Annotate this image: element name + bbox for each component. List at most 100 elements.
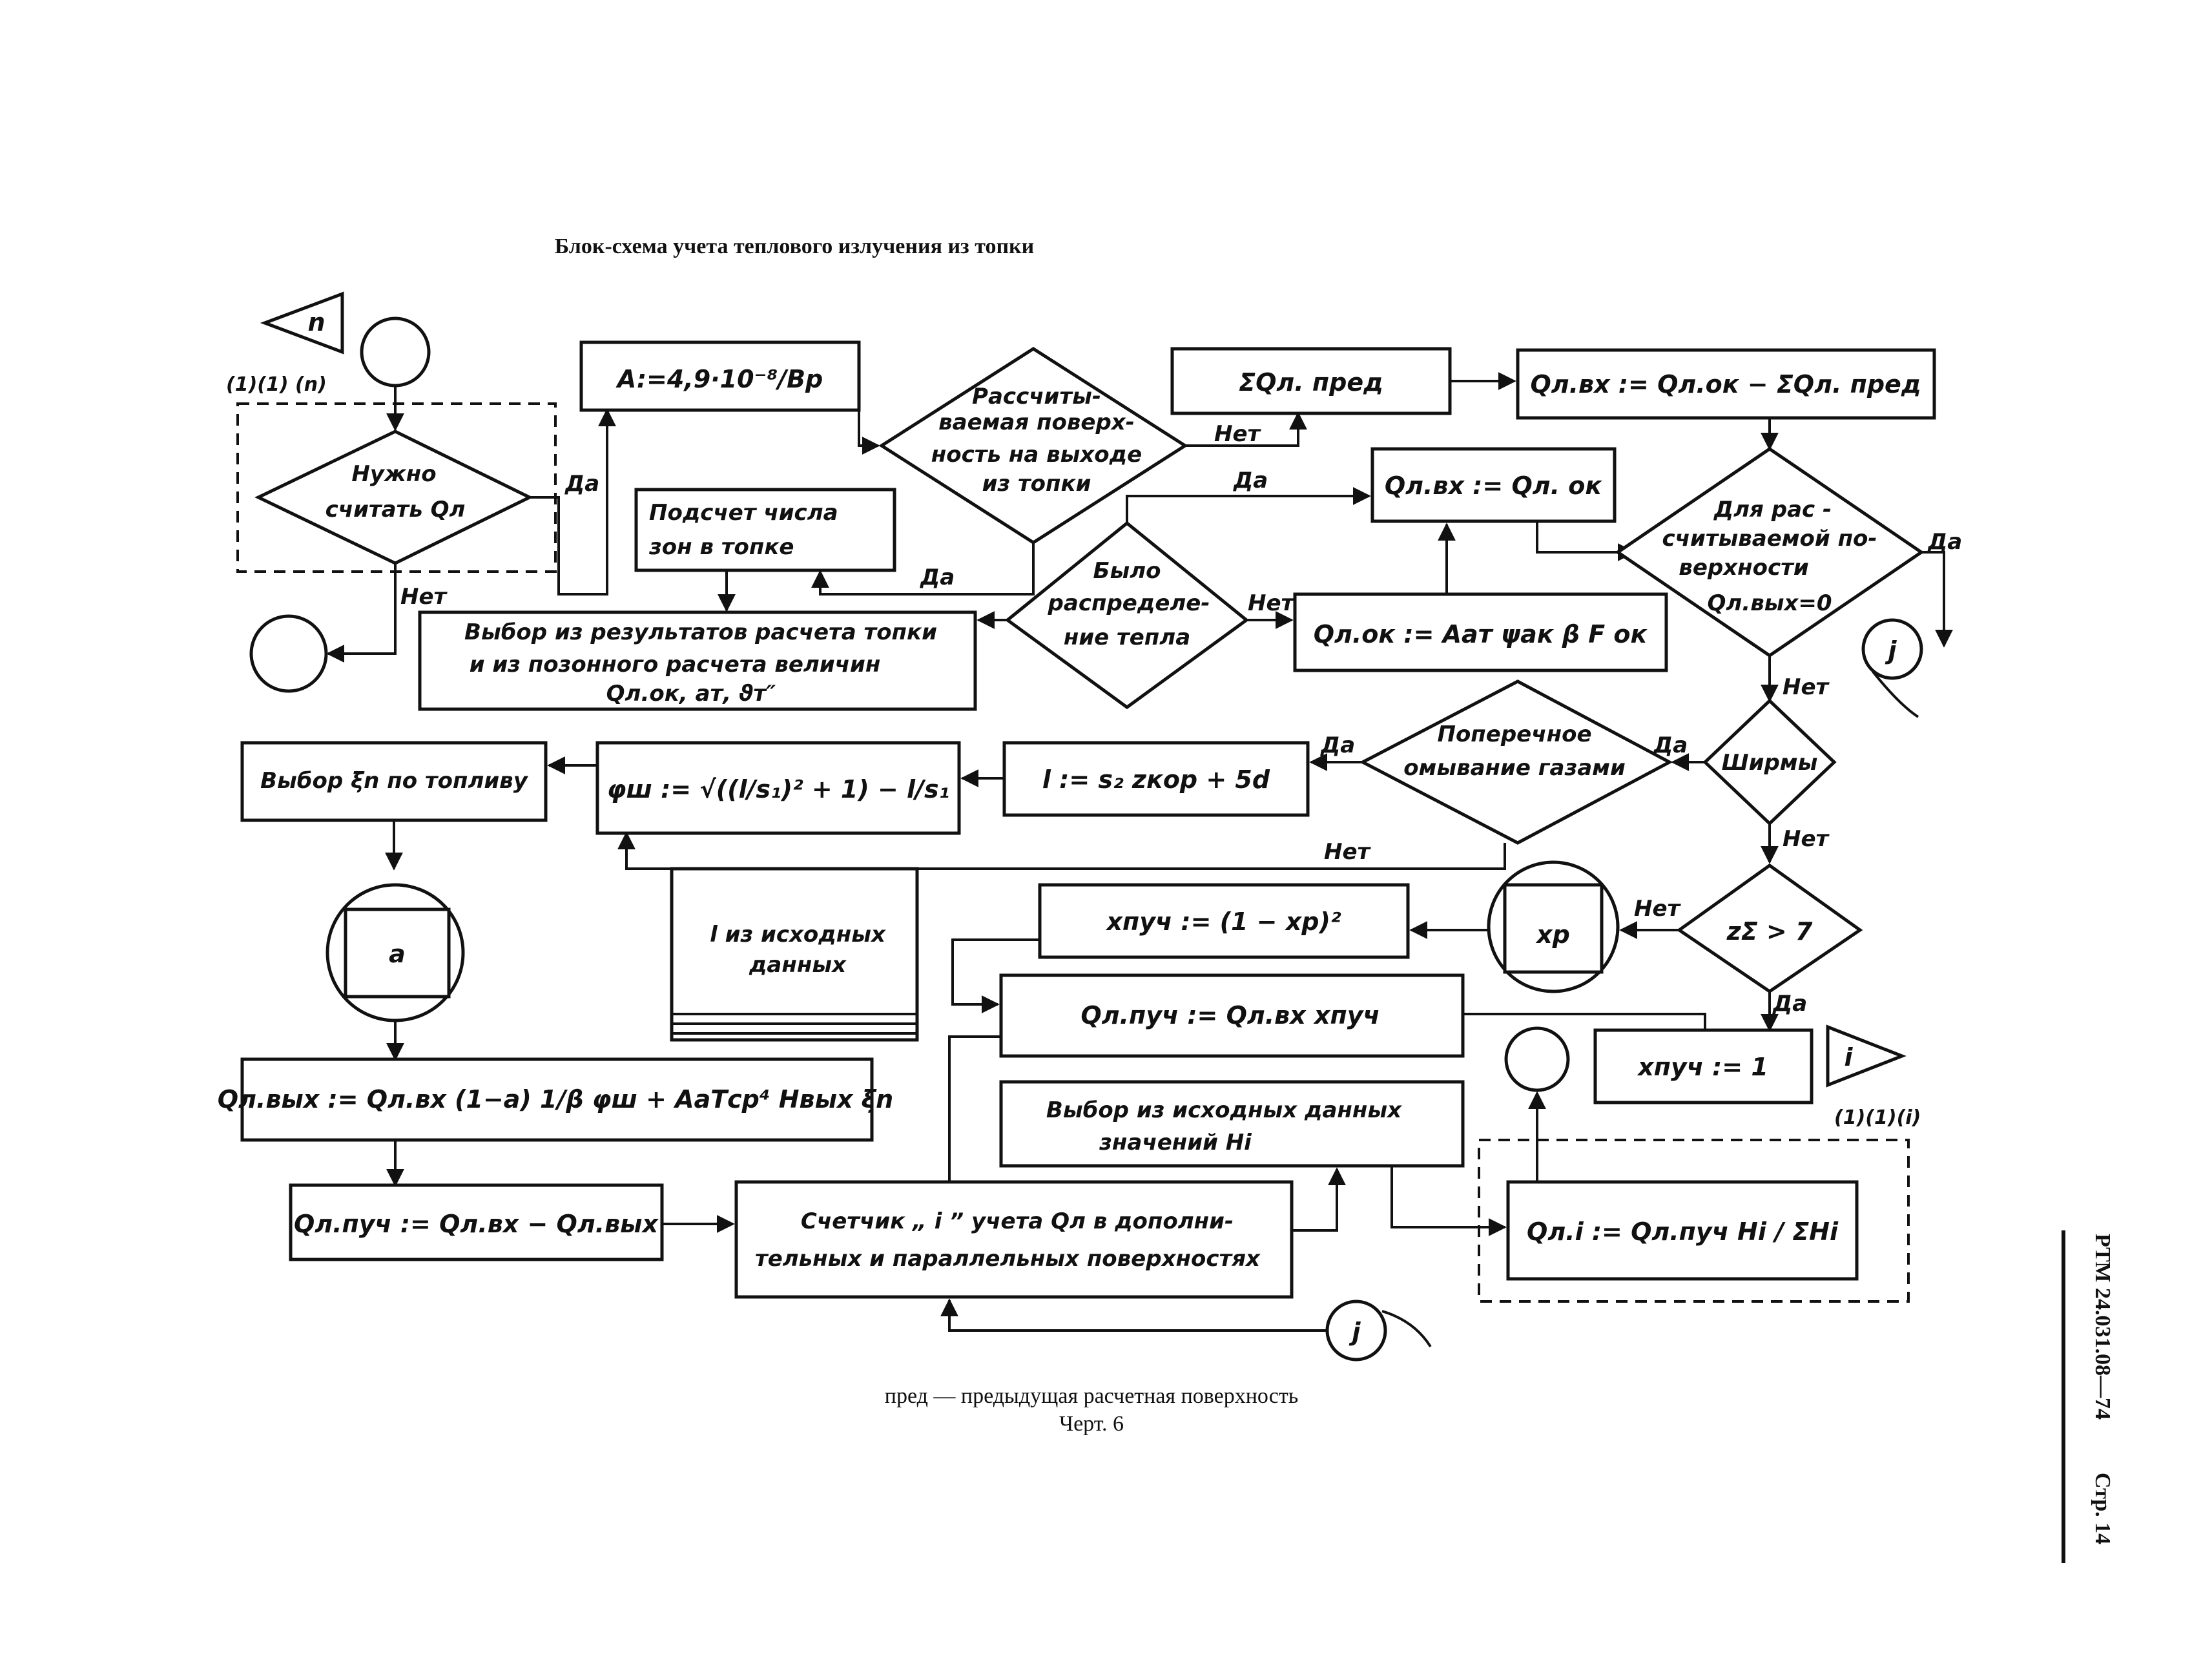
distrib-yes-label: Да — [1233, 468, 1268, 493]
block-counter-i: Счетчик „ i ” учета Qл в дополни- тельны… — [734, 1180, 1294, 1299]
block-count-zones: Подсчет числа зон в топке — [634, 488, 896, 572]
distrib-no-label: Нет — [1248, 590, 1296, 616]
distrib-line3: ние тепла — [1064, 625, 1190, 650]
diagram-title: Блок-схема учета теплового излучения из … — [555, 234, 1035, 258]
process-a-label: a — [389, 940, 406, 968]
block-select-furnace-results: Выбор из результатов расчета топки и из … — [418, 610, 977, 711]
figure-caption: Черт. 6 — [1059, 1412, 1124, 1436]
z-sum-text: zΣ > 7 — [1726, 917, 1813, 946]
decision-need-ql: Нужно считать Qл — [254, 430, 533, 565]
block-q-bundle: Qл.пуч := Qл.вх xпуч — [999, 973, 1465, 1058]
ql-in-ok-text: Qл.вх := Qл. ок — [1385, 471, 1603, 500]
end-connector-circle — [249, 614, 328, 693]
flag-n-refs: (1)(1) (n) — [226, 373, 327, 396]
predefined-process-xp: xp — [1487, 860, 1620, 993]
block-ql-in-ok: Qл.вх := Qл. ок — [1370, 447, 1617, 523]
block-q-bundle2: Qл.пуч := Qл.вх − Qл.вых — [289, 1183, 664, 1261]
distrib-line1: Было — [1093, 558, 1161, 584]
select-line2: и из позонного расчета величин — [470, 652, 881, 678]
qout-zero-no-label: Нет — [1783, 674, 1830, 700]
outlet-line1: Рассчиты- — [972, 384, 1101, 409]
side-header: РТМ 24.031.08—74 Стр. 14 — [2062, 1230, 2114, 1563]
z-sum-no-label: Нет — [1634, 896, 1682, 922]
z-sum-yes-label: Да — [1772, 991, 1807, 1017]
select-line1: Выбор из результатов расчета топки — [464, 619, 937, 645]
q-bundle2-text: Qл.пуч := Qл.вх − Qл.вых — [294, 1210, 659, 1238]
x-bundle-text: xпуч := (1 − xp)² — [1106, 907, 1341, 936]
start-connector-circle — [360, 316, 431, 388]
need-ql-line1: Нужно — [351, 461, 436, 487]
zones-line2: зон в топке — [648, 534, 794, 560]
distrib-line2: распределе- — [1048, 590, 1210, 616]
choose-h-line2: значений Hi — [1099, 1130, 1252, 1155]
predefined-process-a: a — [326, 883, 465, 1022]
block-ql-ok: Qл.ок := Aaт ψак β F ок — [1293, 592, 1668, 672]
block-choose-h: Выбор из исходных данных значений Hi — [999, 1080, 1465, 1168]
x-one-text: xпуч := 1 — [1637, 1053, 1768, 1081]
q-i-text: Qл.i := Qл.пуч Hi / ΣHi — [1527, 1217, 1839, 1246]
block-q-i: Qл.i := Qл.пуч Hi / ΣHi — [1506, 1180, 1859, 1281]
decision-screens: Ширмы — [1702, 698, 1837, 826]
sum-prev-text: ΣQл. пред — [1239, 368, 1383, 397]
calc-a-text: A:=4,9·10⁻⁸/Bp — [615, 365, 823, 393]
need-ql-no-label: Нет — [400, 584, 448, 610]
cross-no-label: Нет — [1324, 839, 1372, 865]
footnote: пред — предыдущая расчетная поверхность — [885, 1384, 1298, 1408]
qout-zero-yes-label: Да — [1927, 529, 1962, 555]
choose-h-line1: Выбор из исходных данных — [1046, 1097, 1402, 1123]
document-l-source: l из исходных данных — [670, 867, 919, 1042]
flag-n-label: n — [307, 308, 325, 337]
block-choose-xi: Выбор ξn по топливу — [240, 741, 548, 822]
ql-in-prev-text: Qл.вх := Qл.ок − ΣQл. пред — [1530, 370, 1921, 399]
connector-flag-i: i — [1826, 1024, 1907, 1088]
block-calc-a: A:=4,9·10⁻⁸/Bp — [579, 340, 861, 412]
cross-yes-label: Да — [1320, 732, 1355, 758]
decision-heat-distribution: Было распределе- ние тепла — [1004, 521, 1250, 710]
connector-j-top — [1861, 618, 1923, 680]
side-doc-code: РТМ 24.031.08—74 — [2091, 1234, 2114, 1420]
block-l-calc: l := s₂ zкор + 5d — [1002, 741, 1310, 817]
qout-zero-line1: Для рас - — [1713, 497, 1832, 523]
counter-line1: Счетчик „ i ” учета Qл в дополни- — [801, 1208, 1234, 1234]
select-line3: Qл.ок, aт, ϑт″ — [606, 681, 776, 707]
block-ql-in-prev: Qл.вх := Qл.ок − ΣQл. пред — [1516, 348, 1936, 420]
l-source-line2: данных — [749, 952, 847, 978]
screens-no-label: Нет — [1783, 826, 1830, 852]
phi-sh-text: φш := √((l/s₁)² + 1) − l/s₁ — [607, 775, 949, 803]
choose-xi-text: Выбор ξn по топливу — [260, 768, 529, 794]
outlet-no-label: Нет — [1214, 421, 1262, 447]
connector-circle-output — [1504, 1026, 1570, 1092]
outlet-yes-label: Да — [920, 565, 955, 590]
block-q-out: Qл.вых := Qл.вх (1−a) 1/β φш + AaTср⁴ Hв… — [218, 1057, 893, 1142]
ql-ok-text: Qл.ок := Aaт ψак β F ок — [1314, 620, 1648, 648]
zones-line1: Подсчет числа — [649, 500, 838, 526]
cross-line2: омывание газами — [1403, 755, 1626, 781]
process-xp-label: xp — [1535, 920, 1570, 949]
decision-z-sum: zΣ > 7 — [1676, 863, 1863, 994]
block-x-bundle: xпуч := (1 − xp)² — [1038, 883, 1410, 959]
screens-yes-label: Да — [1653, 732, 1688, 758]
l-calc-text: l := s₂ zкор + 5d — [1042, 765, 1270, 794]
j-bottom-label: j — [1349, 1318, 1361, 1346]
connector-j-bottom — [1325, 1300, 1387, 1362]
block-phi-sh: φш := √((l/s₁)² + 1) − l/s₁ — [595, 741, 961, 835]
block-x-one: xпуч := 1 — [1593, 1028, 1814, 1104]
decision-cross-flow: Поперечное омывание газами — [1359, 679, 1673, 845]
cross-line1: Поперечное — [1437, 721, 1591, 747]
qout-zero-line4: Qл.вых=0 — [1707, 590, 1832, 616]
side-page: Стр. 14 — [2091, 1473, 2114, 1544]
qout-zero-line2: считываемой по- — [1662, 526, 1877, 552]
l-source-line1: l из исходных — [710, 922, 886, 948]
screens-text: Ширмы — [1722, 750, 1818, 776]
decision-outlet-surface: Рассчиты- ваемая поверх- ность на выходе… — [878, 347, 1188, 544]
connector-flag-n: n — [260, 291, 344, 355]
qout-zero-line3: верхности — [1679, 555, 1808, 581]
q-out-text: Qл.вых := Qл.вх (1−a) 1/β φш + AaTср⁴ Hв… — [218, 1085, 893, 1113]
counter-line2: тельных и параллельных поверхностях — [755, 1246, 1261, 1272]
j-top-label: j — [1885, 636, 1897, 665]
need-ql-yes-label: Да — [564, 471, 599, 497]
outlet-line3: ность на выходе — [931, 442, 1142, 468]
flag-i-refs: (1)(1)(i) — [1834, 1106, 1921, 1129]
need-ql-line2: считать Qл — [326, 497, 466, 523]
